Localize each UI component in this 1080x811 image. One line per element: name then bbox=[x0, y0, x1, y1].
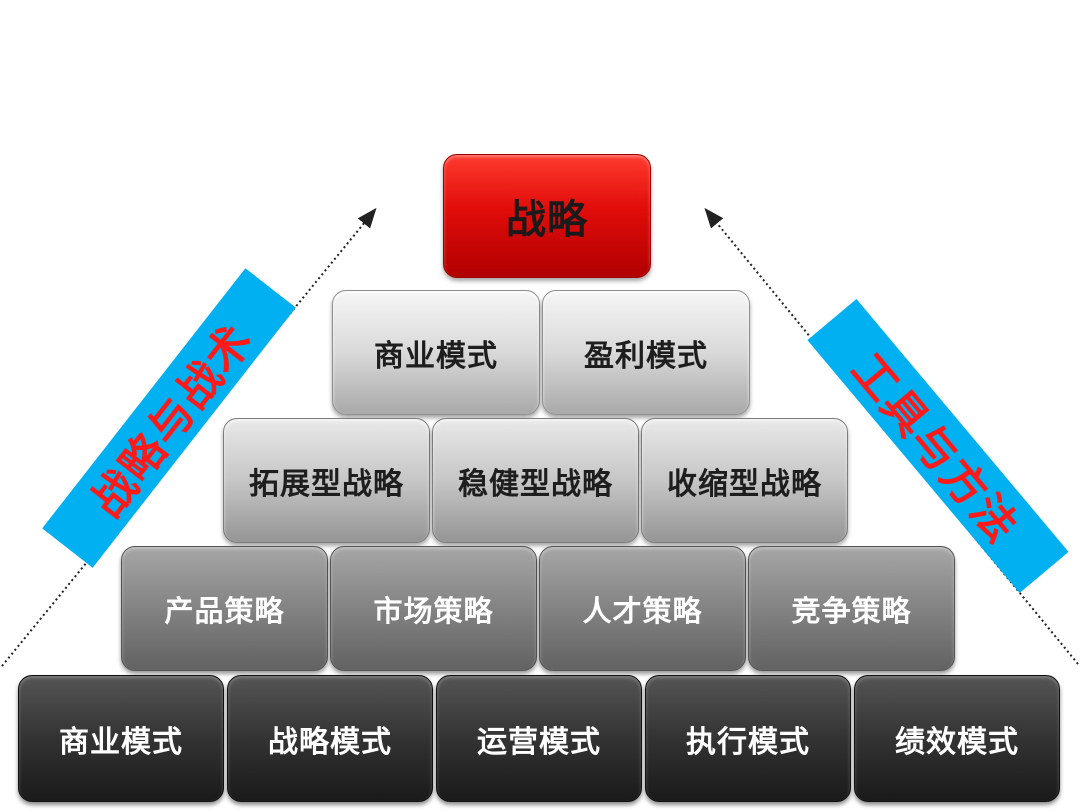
row4-label: 执行模式 bbox=[686, 724, 810, 760]
row4-label: 绩效模式 bbox=[895, 724, 1019, 760]
row3-label: 产品策略 bbox=[164, 593, 285, 628]
row4-block-execution-model: 执行模式 bbox=[645, 675, 851, 802]
top-strategy-label: 战略 bbox=[506, 197, 588, 243]
row4-block-performance-model: 绩效模式 bbox=[854, 675, 1060, 802]
row4-label: 战略模式 bbox=[268, 724, 392, 760]
row2-label: 收缩型战略 bbox=[667, 466, 822, 502]
row1-block-business-model: 商业模式 bbox=[332, 290, 540, 415]
row3-block-product: 产品策略 bbox=[121, 546, 328, 671]
row1-label: 盈利模式 bbox=[584, 338, 708, 374]
row1-label: 商业模式 bbox=[374, 338, 498, 374]
row3-label: 竞争策略 bbox=[791, 593, 912, 628]
row4-label: 运营模式 bbox=[477, 724, 601, 760]
row2-block-contraction: 收缩型战略 bbox=[641, 418, 848, 543]
row2-block-stable: 稳健型战略 bbox=[432, 418, 639, 543]
row4-block-business-model: 商业模式 bbox=[18, 675, 224, 802]
row3-block-competition: 竞争策略 bbox=[748, 546, 955, 671]
row1-block-profit-model: 盈利模式 bbox=[542, 290, 750, 415]
row3-label: 市场策略 bbox=[373, 593, 494, 628]
top-strategy-block: 战略 bbox=[443, 154, 651, 278]
row4-label: 商业模式 bbox=[59, 724, 183, 760]
row3-block-talent: 人才策略 bbox=[539, 546, 746, 671]
row4-block-strategy-model: 战略模式 bbox=[227, 675, 433, 802]
row2-label: 稳健型战略 bbox=[458, 466, 613, 502]
row2-label: 拓展型战略 bbox=[249, 466, 404, 502]
row3-label: 人才策略 bbox=[582, 593, 703, 628]
row4-block-operation-model: 运营模式 bbox=[436, 675, 642, 802]
row2-block-expansion: 拓展型战略 bbox=[223, 418, 430, 543]
row3-block-market: 市场策略 bbox=[330, 546, 537, 671]
